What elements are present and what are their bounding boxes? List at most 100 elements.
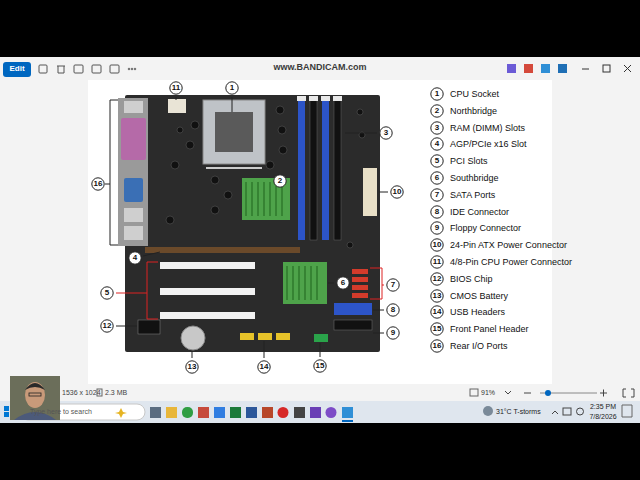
callout-number: 12 <box>100 319 114 333</box>
part-name: Northbridge <box>450 106 497 116</box>
circle-shape <box>431 155 443 167</box>
title-right-icons <box>507 64 631 73</box>
callout-number-text: 13 <box>185 360 199 374</box>
callout-circle: 16 <box>430 339 444 353</box>
circle-shape <box>431 138 443 150</box>
callout-circle: 6 <box>336 276 350 290</box>
circle-shape <box>387 327 399 339</box>
circle-shape <box>258 361 270 373</box>
edit-button <box>3 62 31 77</box>
callout-circle: 3 <box>430 121 444 135</box>
callout-number-text: 4 <box>128 251 142 265</box>
callout-number-text: 2 <box>430 104 444 118</box>
toolbar-text: www.BANDICAM.com <box>273 63 366 73</box>
part-name: Southbridge <box>450 173 499 183</box>
callout-number-text: 9 <box>430 221 444 235</box>
legend-item: 8IDE Connector <box>430 205 509 219</box>
callout-number: 8 <box>386 303 400 317</box>
callout-number-text: 8 <box>386 303 400 317</box>
callout-circle: 13 <box>430 289 444 303</box>
status-text: 91% <box>481 389 495 397</box>
callout-circle: 9 <box>430 221 444 235</box>
callout-circle: 16 <box>91 177 105 191</box>
toolbar-icons <box>39 65 136 73</box>
callout-number-text: 4 <box>430 137 444 151</box>
callout-number-text: 12 <box>100 319 114 333</box>
callout-circle: 2 <box>273 174 287 188</box>
circle-shape <box>170 82 182 94</box>
callout-circle: 11 <box>430 255 444 269</box>
callout-number-text: 1 <box>430 87 444 101</box>
callout-number-text: 15 <box>313 359 327 373</box>
callout-number-text: 10 <box>430 238 444 252</box>
part-name: PCI Slots <box>450 156 488 166</box>
callout-number-text: 16 <box>430 339 444 353</box>
circle-shape <box>431 273 443 285</box>
callout-number-text: 7 <box>386 278 400 292</box>
callout-number-text: 3 <box>379 126 393 140</box>
callout-circle: 4 <box>128 251 142 265</box>
circle-shape <box>431 239 443 251</box>
part-name: Floppy Connector <box>450 223 521 233</box>
callout-number: 13 <box>185 360 199 374</box>
callout-number-text: 13 <box>430 289 444 303</box>
callout-circle: 5 <box>100 286 114 300</box>
callout-circle: 14 <box>257 360 271 374</box>
circle-shape <box>337 277 349 289</box>
callout-circle: 4 <box>430 137 444 151</box>
callout-circle: 10 <box>390 185 404 199</box>
legend-item: 12 BIOS Chip <box>430 272 493 286</box>
circle-shape <box>186 361 198 373</box>
part-name: Front Panel Header <box>450 324 529 334</box>
legend-item: 16Rear I/O Ports <box>430 339 508 353</box>
circle-shape <box>431 172 443 184</box>
legend-item: 6Southbridge <box>430 171 499 185</box>
callout-number: 5 <box>100 286 114 300</box>
part-name: BIOS Chip <box>450 274 493 284</box>
callout-number-text: 1 <box>225 81 239 95</box>
callout-circle: 12 <box>430 272 444 286</box>
callout-number: 16 <box>91 177 105 191</box>
callout-number-text: 10 <box>390 185 404 199</box>
legend-item: 14USB Headers <box>430 305 505 319</box>
callout-number-text: 11 <box>169 81 183 95</box>
callout-circle: 2 <box>430 104 444 118</box>
callout-circle: 8 <box>386 303 400 317</box>
circle-shape <box>391 186 403 198</box>
part-name: CMOS Battery <box>450 291 508 301</box>
status-text: 2.3 MB <box>105 389 127 397</box>
legend-item: 1024-Pin ATX Power Connector <box>430 238 567 252</box>
callout-circle: 7 <box>430 188 444 202</box>
callout-circle: 10 <box>430 238 444 252</box>
part-name: IDE Connector <box>450 207 509 217</box>
callout-circle: 3 <box>379 126 393 140</box>
circle-shape <box>226 82 238 94</box>
circle-shape <box>387 279 399 291</box>
circle-shape <box>431 105 443 117</box>
circle-shape <box>101 320 113 332</box>
taskbar-icons <box>115 405 632 422</box>
callout-number: 6 <box>336 276 350 290</box>
callout-number-text: 2 <box>273 174 287 188</box>
motherboard <box>118 95 380 352</box>
circle-shape <box>431 88 443 100</box>
circle-shape <box>431 205 443 217</box>
callout-circle: 7 <box>386 278 400 292</box>
part-name: AGP/PCIe x16 Slot <box>450 139 527 149</box>
circle-shape <box>314 360 326 372</box>
part-name: RAM (DIMM) Slots <box>450 123 525 133</box>
legend-item: 5 PCI Slots <box>430 154 488 168</box>
taskbar <box>0 401 640 423</box>
part-name: CPU Socket <box>450 89 499 99</box>
callout-number: 3 <box>379 126 393 140</box>
callout-number: 7 <box>386 278 400 292</box>
callout-number: 11 <box>169 81 183 95</box>
part-name: SATA Ports <box>450 190 495 200</box>
taskbar-text: 7/8/2026 <box>589 413 616 421</box>
callout-number-text: 3 <box>430 121 444 135</box>
callout-number-text: 5 <box>430 154 444 168</box>
toolbar-text: Edit <box>9 65 24 74</box>
part-name: USB Headers <box>450 307 505 317</box>
callout-number-text: 14 <box>257 360 271 374</box>
